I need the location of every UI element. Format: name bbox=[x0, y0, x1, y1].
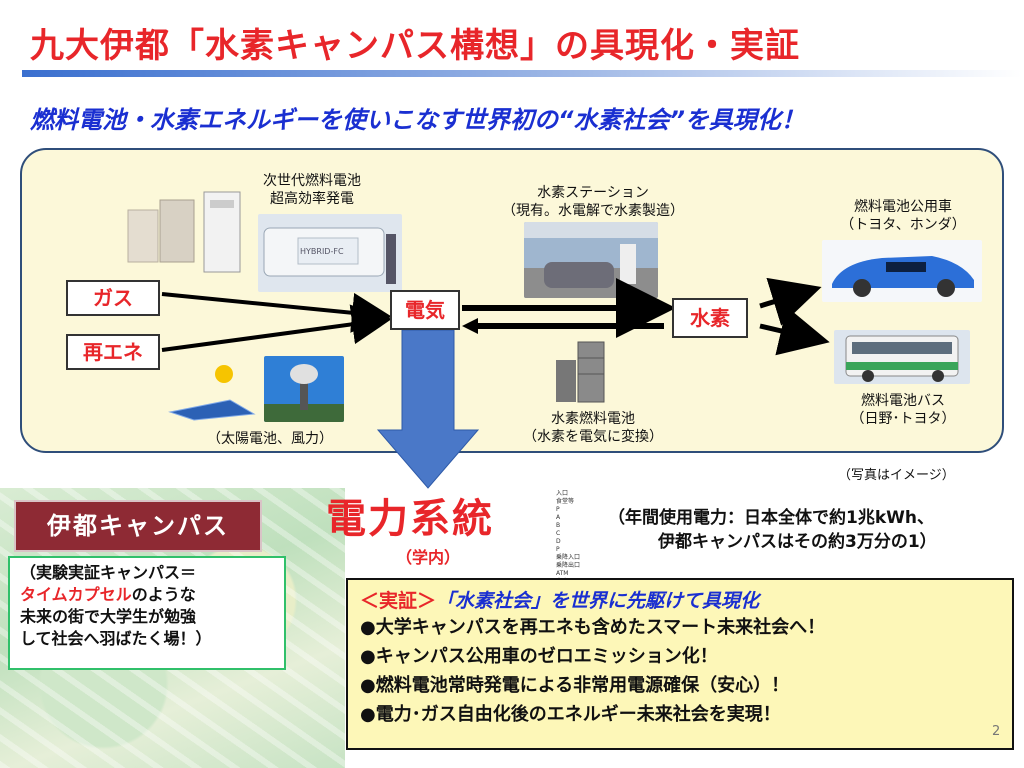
legend-item: A bbox=[556, 514, 561, 521]
fuel-cell-car-image bbox=[822, 240, 982, 302]
campus-note: （実験実証キャンパス＝ タイムカプセルのような 未来の街で大学生が勉強 して社会… bbox=[8, 556, 286, 670]
wind-turbine-image bbox=[264, 356, 344, 422]
fuel-cell-bus-label: 燃料電池バス bbox=[861, 393, 945, 409]
page-subtitle: 燃料電池・水素エネルギーを使いこなす世界初の“水素社会”を具現化！ bbox=[30, 106, 805, 134]
renewable-to-electricity-arrow bbox=[161, 304, 392, 352]
demonstration-heading-text: 「水素社会」を世界に先駆けて具現化 bbox=[436, 590, 760, 612]
fuel-cell-generator-image: HYBRID-FC bbox=[258, 214, 402, 292]
hydrogen-fuel-cell-sublabel: （水素を電気に変換） bbox=[523, 429, 663, 445]
legend-item: 乗降入口 bbox=[556, 554, 581, 561]
electricity-box: 電気 bbox=[390, 290, 460, 330]
power-usage-line2: 伊都キャンパスはその約3万分の1） bbox=[658, 532, 937, 552]
legend-item: B bbox=[556, 522, 561, 529]
gas-to-electricity-arrow bbox=[161, 292, 392, 333]
solar-wind-label: （太陽電池、風力） bbox=[207, 431, 333, 447]
page-number: 2 bbox=[992, 724, 1001, 739]
hydrogen-to-car-arrow bbox=[759, 277, 822, 326]
power-usage-note: （年間使用電力：日本全体で約1兆kWh、 伊都キャンパスはその約3万分の1） bbox=[608, 506, 937, 554]
hydrogen-to-bus-arrow bbox=[759, 306, 830, 356]
power-grid-subtitle: （学内） bbox=[396, 548, 461, 567]
legend-item: P bbox=[556, 546, 560, 553]
campus-note-line2: のような bbox=[131, 585, 196, 604]
legend-item: P bbox=[556, 506, 560, 513]
fuel-cell-label: 次世代燃料電池 bbox=[263, 173, 361, 189]
photo-note: （写真はイメージ） bbox=[838, 468, 955, 483]
demonstration-item: ●電力･ガス自由化後のエネルギー未来社会を実現！ bbox=[360, 704, 781, 725]
electricity-to-grid-arrow bbox=[376, 329, 480, 489]
legend-item: ATM bbox=[556, 570, 569, 577]
gas-box: ガス bbox=[66, 280, 160, 316]
power-grid-title: 電力系統 bbox=[326, 496, 494, 542]
legend-item: C bbox=[556, 530, 561, 537]
fuel-cell-car-label: 燃料電池公用車 bbox=[854, 199, 952, 215]
fuel-cell-bus-sublabel: （日野･トヨタ） bbox=[850, 411, 956, 427]
hydrogen-fuel-cell-image bbox=[548, 338, 612, 406]
page-title: 九大伊都「水素キャンパス構想」の具現化・実証 bbox=[30, 26, 800, 66]
legend-item: D bbox=[556, 538, 561, 545]
campus-note-line1: （実験実証キャンパス＝ bbox=[20, 563, 197, 582]
solar-panel-image bbox=[166, 360, 258, 422]
campus-note-line3: 未来の街で大学生が勉強 bbox=[20, 607, 197, 626]
legend-item: 入口 bbox=[556, 490, 569, 497]
demonstration-item: ●燃料電池常時発電による非常用電源確保（安心）！ bbox=[360, 675, 790, 696]
campus-banner: 伊都キャンパス bbox=[14, 500, 262, 552]
fuel-cell-sublabel: 超高効率発電 bbox=[270, 191, 354, 207]
hydrogen-station-sublabel: （現有。水電解で水素製造） bbox=[502, 203, 684, 219]
demonstration-prefix: ＜実証＞ bbox=[360, 590, 437, 612]
map-legend: 入口 食堂等 P A B C D P 乗降入口 乗降出口 ATM 売店 bbox=[556, 490, 604, 588]
fuel-cell-bus-image bbox=[834, 330, 970, 384]
fuel-cell-units-image bbox=[124, 184, 250, 280]
demonstration-item: ●キャンパス公用車のゼロエミッション化！ bbox=[360, 646, 718, 667]
demonstration-box: ＜実証＞「水素社会」を世界に先駆けて具現化 ●大学キャンパスを再エネも含めたスマ… bbox=[346, 578, 1014, 750]
hydrogen-station-label: 水素ステーション bbox=[537, 185, 649, 201]
hydrogen-box: 水素 bbox=[672, 298, 748, 338]
legend-item: 乗降出口 bbox=[556, 562, 581, 569]
demonstration-heading: ＜実証＞「水素社会」を世界に先駆けて具現化 bbox=[360, 586, 1000, 613]
power-usage-line1: （年間使用電力：日本全体で約1兆kWh、 bbox=[608, 508, 934, 528]
renewable-box: 再エネ bbox=[66, 334, 160, 370]
demonstration-item: ●大学キャンパスを再エネも含めたスマート未来社会へ！ bbox=[360, 617, 826, 638]
title-underline bbox=[22, 70, 1022, 77]
fuel-cell-panel-text: HYBRID-FC bbox=[300, 247, 344, 256]
legend-item: 食堂等 bbox=[556, 498, 575, 505]
campus-note-line4: して社会へ羽ばたく場！） bbox=[20, 629, 212, 648]
hydrogen-fuel-cell-label: 水素燃料電池 bbox=[551, 411, 635, 427]
fuel-cell-car-sublabel: （トヨタ、ホンダ） bbox=[840, 217, 966, 233]
campus-note-highlight: タイムカプセル bbox=[20, 585, 132, 604]
